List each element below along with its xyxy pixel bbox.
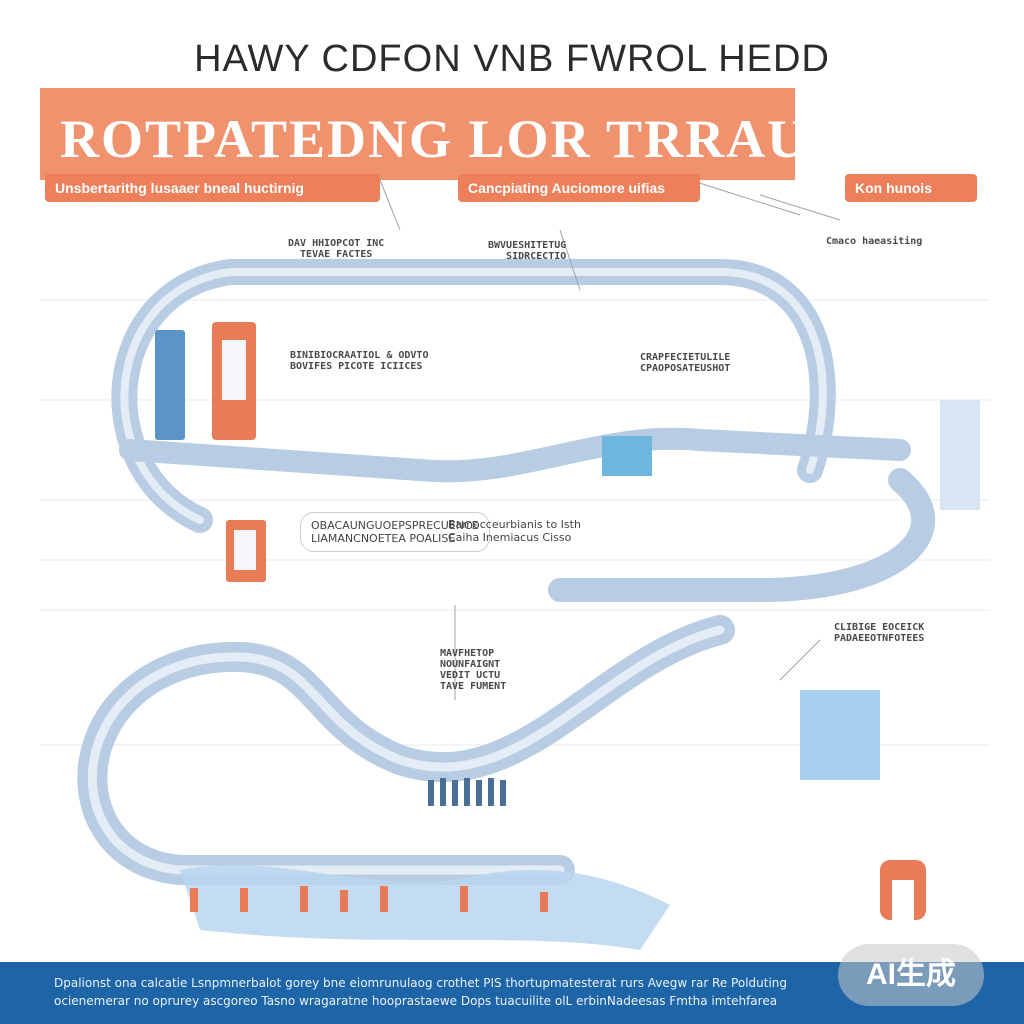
label-5: CRAPFECIETULILE CPAOPOSATEUSHOT <box>640 352 731 374</box>
road-right-curve <box>548 468 936 602</box>
label-7: CLIBIGE EOCEICK PADAEEOTNFOTEES <box>834 622 925 644</box>
title-banner <box>40 88 795 180</box>
label-3: Cmaco haeasiting <box>826 236 923 247</box>
ai-generated-badge: AI生成 <box>838 944 984 1006</box>
label-1: DAV HHIOPCOT INC TEVAE FACTES <box>288 238 385 260</box>
label-2: BWVUESHITETUG SIDRCECTIO <box>488 240 567 262</box>
banner-text: ROTPATEDNG LOR TRRAUI SL <box>60 109 832 231</box>
footer-line-2: ocienemerar no oprurey ascgoreo Tasno wr… <box>54 994 778 1008</box>
callout-2: Bamocceurbianis to Isth Caiha Inemiacus … <box>448 518 581 544</box>
callout-1: OBACAUNGUOEPSPRECUENCE LIAMANCNOETEA POA… <box>300 512 490 552</box>
footer-line-1: Dpalionst ona calcatie Lsnpmnerbalot gor… <box>54 976 788 990</box>
connector-lines <box>379 179 841 700</box>
label-6: MAVFHETOP NOUNFAIGNT VEDIT UCTU TAVE FUM… <box>440 648 507 692</box>
page-title: HAWY CDFON VNB FWROL HEDD <box>194 38 830 80</box>
category-pill-2: Cancpiating Auciomore uifias <box>458 174 700 202</box>
road-middle-band <box>119 427 911 483</box>
buildings <box>155 322 980 920</box>
category-pill-3: Kon hunois <box>845 174 977 202</box>
people <box>428 778 506 806</box>
label-4: BINIBIOCRAATIOL & ODVTO BOVIFES PICOTE I… <box>290 350 429 372</box>
category-pill-1: Unsbertarithg lusaaer bneal huctirnig <box>45 174 380 202</box>
people-orange <box>190 886 548 912</box>
